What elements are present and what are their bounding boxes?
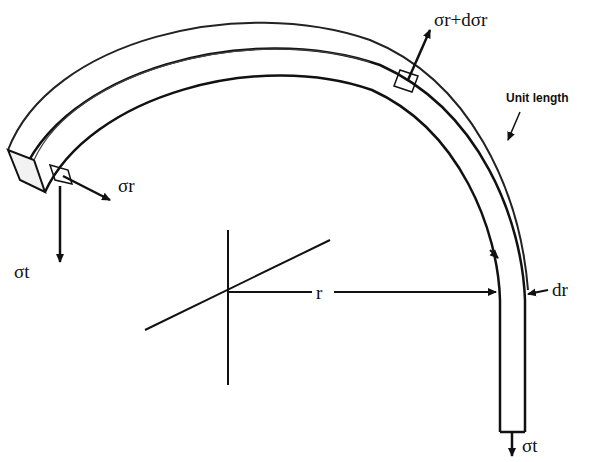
stress-label: σr xyxy=(118,176,135,195)
radius-line xyxy=(334,291,496,293)
sigma-r-dr-arrow xyxy=(408,30,430,80)
sigma-t-arrow xyxy=(59,186,62,262)
stress-label: σt xyxy=(522,436,538,455)
dr-arrow xyxy=(490,250,498,258)
center-line xyxy=(145,240,330,330)
radius-line xyxy=(228,291,312,293)
ring-inner-edge xyxy=(45,75,500,432)
stress-label: σr+dσr xyxy=(434,10,487,29)
ring-outer-edge xyxy=(20,49,525,432)
leader-line xyxy=(508,112,520,140)
element-patch xyxy=(50,165,72,184)
sigma-r-arrow xyxy=(63,176,110,200)
center-line xyxy=(227,230,229,385)
dr-arrow xyxy=(528,290,548,294)
sigma-t-arrow xyxy=(511,432,514,456)
dimension-label: Unit length xyxy=(506,92,569,104)
left-cut-face xyxy=(8,150,45,192)
ring-back-inner-edge xyxy=(34,49,370,160)
element-patch xyxy=(394,70,418,92)
stress-label: σt xyxy=(14,262,30,281)
dimension-label: dr xyxy=(552,280,568,299)
dimension-label: r xyxy=(316,283,322,302)
